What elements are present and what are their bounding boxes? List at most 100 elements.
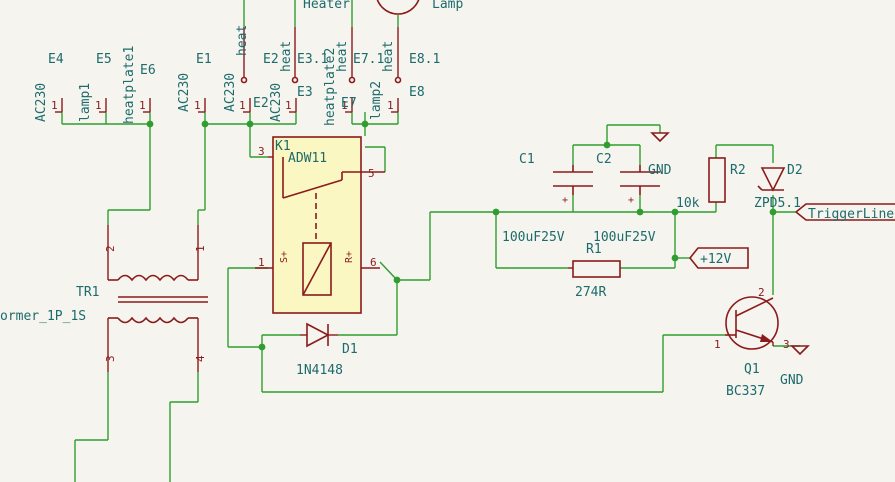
r1-value: 274R: [575, 285, 606, 300]
c2-ref: C2: [596, 152, 612, 167]
capacitor-c1: + C1 100uF25V: [502, 152, 593, 245]
svg-text:1: 1: [194, 245, 207, 252]
connector-e8: 1 lamp2 E8: [369, 81, 425, 120]
connector-heat4: heat E8.1: [381, 27, 440, 84]
svg-text:1: 1: [341, 99, 348, 112]
resistor-r1: R1 274R: [568, 242, 621, 300]
lamp-label: Lamp: [432, 0, 463, 12]
plus12v-text: +12V: [700, 252, 731, 267]
ac230-value-4: AC230: [269, 83, 284, 122]
e4-ref: E4: [48, 52, 64, 67]
e1-ref: E1: [196, 52, 212, 67]
svg-text:3: 3: [783, 338, 790, 351]
lamp-symbol: [376, 0, 420, 15]
r1-ref: R1: [586, 242, 602, 257]
svg-text:1: 1: [258, 256, 265, 269]
ground-symbol-q1: GND: [780, 345, 810, 388]
svg-text:1: 1: [139, 99, 146, 112]
power-label-12v: +12V: [688, 247, 749, 269]
relay-k1: 3 5 1 6 S+ R+ K1 ADW11: [255, 136, 385, 314]
e5-ref: E5: [96, 52, 112, 67]
trigger-line-text: TriggerLine: [808, 207, 894, 222]
d2-ref: D2: [787, 163, 803, 178]
k1-ref: K1: [275, 139, 291, 154]
ac230-value-1: AC230: [34, 83, 49, 122]
svg-text:R+: R+: [344, 251, 355, 263]
svg-text:1: 1: [239, 99, 246, 112]
e3-1-ref: E3.1: [297, 52, 328, 67]
c1-ref: C1: [519, 152, 535, 167]
ac230-value-2: AC230: [177, 73, 192, 112]
heatplate1-value: heatplate1: [122, 46, 137, 124]
svg-text:4: 4: [194, 355, 207, 362]
heater-label: Heater: [303, 0, 350, 12]
e2-ref-lower: E2: [253, 96, 269, 111]
d1-value: 1N4148: [296, 363, 343, 378]
connector-heat2: heat E3.1: [279, 27, 328, 84]
svg-text:3: 3: [258, 145, 265, 158]
r2-value: 10k: [676, 196, 700, 211]
q1-value: BC337: [726, 384, 765, 399]
tr1-value: ormer_1P_1S: [0, 309, 86, 324]
trigger-line-label: TriggerLine: [795, 203, 895, 222]
ac230-value-3: AC230: [223, 73, 238, 112]
svg-text:1: 1: [714, 338, 721, 351]
junctions: [146, 120, 777, 351]
d2-value: ZPD5.1: [754, 196, 801, 211]
gnd-label-q1: GND: [780, 373, 804, 388]
svg-text:1: 1: [51, 99, 58, 112]
svg-text:2: 2: [758, 286, 765, 299]
zener-d2: D2 ZPD5.1: [754, 163, 803, 211]
connector-heat1: heat E2: [235, 25, 279, 84]
svg-text:S+: S+: [279, 251, 290, 263]
e6-ref: E6: [140, 63, 156, 78]
ground-symbol-caps: GND: [648, 132, 672, 178]
svg-text:1: 1: [285, 99, 292, 112]
wires: [61, 0, 800, 482]
svg-text:heat: heat: [335, 41, 350, 72]
e7-ref: E7: [341, 96, 357, 111]
svg-text:2: 2: [104, 245, 117, 252]
lamp2-value: lamp2: [369, 81, 384, 120]
svg-text:1: 1: [194, 99, 201, 112]
tr1-ref: TR1: [76, 285, 99, 300]
lamp1-value: lamp1: [78, 83, 93, 122]
connector-e5: 1 E5 lamp1: [78, 52, 112, 122]
gnd-label-caps: GND: [648, 163, 672, 178]
adw11-value: ADW11: [288, 151, 327, 166]
e2-ref: E2: [263, 52, 279, 67]
connector-e6: 1 E6 heatplate1: [122, 46, 156, 124]
c1-value: 100uF25V: [502, 230, 565, 245]
connector-e1: 1 E1 AC230: [177, 52, 212, 113]
svg-text:+: +: [628, 195, 634, 206]
capacitor-c2: + C2 100uF25V: [593, 152, 660, 245]
svg-text:6: 6: [370, 256, 377, 269]
svg-text:3: 3: [104, 355, 117, 362]
connector-e3: 1 AC230 E3: [269, 83, 313, 122]
d1-ref: D1: [342, 342, 358, 357]
transistor-q1: 1 2 3 Q1 BC337: [714, 286, 790, 399]
svg-text:heat: heat: [381, 41, 396, 72]
e8-1-ref: E8.1: [409, 52, 440, 67]
e8-ref: E8: [409, 85, 425, 100]
connector-heat3: heat E7.1: [335, 27, 384, 84]
svg-text:+: +: [562, 195, 568, 206]
e7-1-ref: E7.1: [353, 52, 384, 67]
r2-ref: R2: [730, 163, 746, 178]
resistor-r2: R2 10k: [676, 157, 746, 211]
e3-ref: E3: [297, 85, 313, 100]
svg-text:1: 1: [387, 99, 394, 112]
connector-e4: 1 E4 AC230: [34, 52, 64, 122]
connector-e7: 1 heatplate2 E7: [323, 48, 357, 126]
svg-text:5: 5: [368, 167, 375, 180]
heatplate2-value: heatplate2: [323, 48, 338, 126]
diode-d1: D1 1N4148: [296, 322, 358, 378]
transformer-tr1: 2 1 3 4 TR1 ormer_1P_1S: [0, 225, 208, 372]
svg-text:heat: heat: [235, 25, 250, 56]
svg-text:1: 1: [95, 99, 102, 112]
c2-value: 100uF25V: [593, 230, 656, 245]
svg-text:heat: heat: [279, 41, 294, 72]
connector-e2: 1 AC230 E2: [223, 73, 269, 113]
q1-ref: Q1: [744, 362, 760, 377]
